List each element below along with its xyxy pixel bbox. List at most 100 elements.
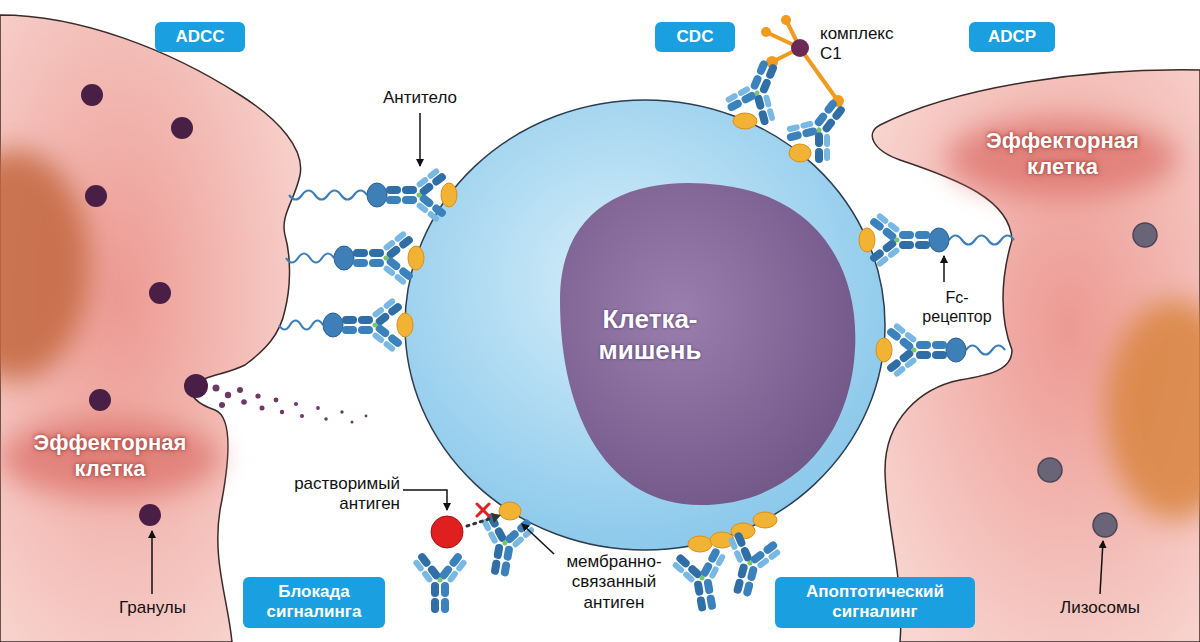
granule-release	[351, 421, 354, 424]
granules	[139, 504, 161, 526]
granules	[85, 185, 107, 207]
badge-text: ADCP	[977, 27, 1047, 47]
fc-receptors	[323, 313, 343, 337]
mechanism-badge: ADCP	[969, 22, 1055, 52]
membrane-antigens	[789, 144, 811, 162]
text-holder: Клетка-мишень	[565, 304, 735, 366]
fc-receptors	[367, 183, 387, 207]
granules	[81, 84, 103, 106]
effector-cell: Эффекторная клетка	[860, 60, 1200, 642]
granule-release	[294, 402, 298, 406]
callout-label: Fc-рецептор	[915, 288, 999, 326]
soluble-antigen	[477, 504, 489, 516]
label-holder: растворимый антиген	[248, 474, 400, 515]
soluble-antigen	[477, 504, 489, 516]
antibodies	[886, 321, 947, 379]
badge-text: Апоптотический сигналинг	[783, 582, 967, 623]
lysosomes	[1133, 223, 1157, 247]
granule-release	[213, 385, 368, 424]
granule-release	[219, 402, 225, 408]
callout-label: Антитело	[365, 88, 475, 108]
callout-label: Лизосомы	[1045, 598, 1155, 618]
label-holder: мембранно-связанный антиген	[552, 552, 676, 613]
antibodies	[353, 229, 414, 287]
granule-release	[213, 385, 220, 392]
granule-release	[274, 398, 279, 403]
soluble-antigen	[477, 504, 489, 516]
antibodies	[869, 211, 930, 269]
antibodies	[342, 296, 403, 354]
callout-label: комплекс C1	[820, 24, 910, 65]
soluble-antigen	[467, 518, 492, 526]
soluble-antigen	[431, 504, 501, 548]
fc-receptors	[334, 246, 354, 270]
badge-text: Блокада сигналинга	[251, 582, 377, 623]
cell-nucleus	[0, 150, 90, 380]
membrane-antigens	[688, 536, 712, 552]
soluble-antigen	[431, 516, 463, 548]
text-holder: Эффекторная клетка	[955, 128, 1170, 181]
membrane-antigens	[753, 512, 777, 528]
cell-glow	[947, 118, 1177, 198]
membrane-antigens	[733, 113, 757, 129]
lysosomes	[1093, 513, 1117, 537]
fc-receptors	[286, 254, 334, 263]
granules	[89, 389, 111, 411]
effector-cell-shape	[0, 0, 320, 642]
fc-receptors	[946, 338, 966, 362]
c1-complex	[761, 27, 771, 37]
badge-text: ADCC	[163, 27, 237, 47]
antibodies	[411, 552, 469, 613]
membrane-antigens	[408, 246, 424, 270]
cell-nucleus	[560, 183, 855, 505]
cell-label: Эффекторная клетка	[4, 430, 216, 483]
mechanism-badge: Апоптотический сигналинг	[775, 577, 975, 628]
membrane-antigens	[876, 338, 892, 362]
cell-label: Клетка-мишень	[565, 304, 735, 366]
label-holder: Fc-рецептор	[915, 288, 999, 326]
leader-lines	[403, 490, 447, 510]
granule-release	[365, 415, 368, 418]
cell-glow	[0, 418, 220, 498]
granule-release	[237, 387, 243, 393]
fc-receptors	[289, 191, 367, 200]
membrane-antigens	[397, 313, 413, 337]
cell-label: Эффекторная клетка	[955, 128, 1170, 181]
fc-receptors	[929, 228, 949, 252]
label-holder: Лизосомы	[1045, 598, 1155, 618]
text-holder: Эффекторная клетка	[4, 430, 216, 483]
antibodies	[669, 545, 737, 616]
antibodies	[342, 51, 947, 615]
antibodies	[779, 86, 863, 170]
granule-release	[280, 410, 284, 414]
granules	[184, 374, 208, 398]
granule-release	[255, 393, 260, 398]
cell-nucleus	[1105, 300, 1200, 520]
granule-release	[324, 417, 328, 421]
target-cell: Клетка-мишень	[400, 95, 890, 555]
lysosomes	[1038, 458, 1062, 482]
mechanism-badge: CDC	[655, 22, 735, 52]
callout-label: мембранно-связанный антиген	[552, 552, 676, 613]
leader-lines	[151, 531, 153, 594]
granule-release	[260, 406, 265, 411]
callout-label: Гранулы	[105, 598, 200, 618]
mechanism-badge: ADCC	[155, 22, 245, 52]
soluble-antigen	[491, 513, 501, 523]
fc-receptors	[966, 346, 1005, 355]
granule-release	[300, 414, 304, 418]
label-holder: комплекс C1	[820, 24, 910, 65]
cell-outline	[405, 100, 885, 550]
fc-receptors	[279, 321, 323, 330]
label-holder: Гранулы	[105, 598, 200, 618]
granule-release	[225, 392, 231, 398]
callout-label: растворимый антиген	[248, 474, 400, 515]
membrane-antigens	[499, 502, 521, 520]
granules	[149, 282, 171, 304]
c1-complex	[791, 39, 809, 57]
granule-release	[340, 410, 343, 413]
mechanism-badge: Блокада сигналинга	[243, 577, 385, 628]
membrane-antigens	[859, 228, 875, 252]
